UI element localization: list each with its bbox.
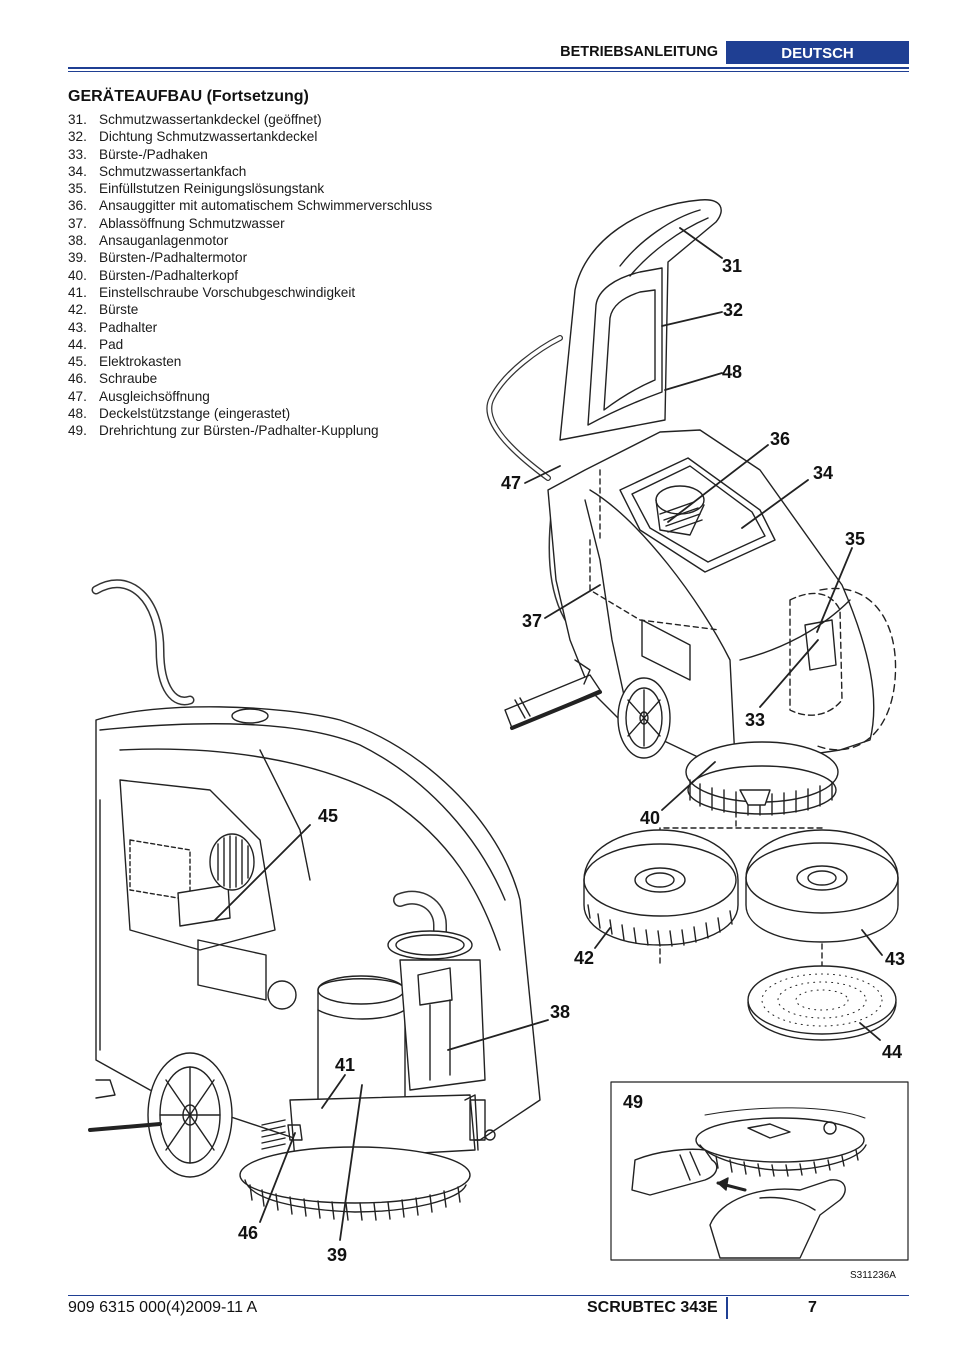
callout-labels: 31 32 48 36 34 47 35 37 33 40 45 42 43 3… [238,256,905,1265]
parts-list-item: 33. Bürste-/Padhaken [68,146,432,163]
callout-44: 44 [882,1042,902,1062]
parts-list-item: 40. Bürsten-/Padhalterkopf [68,267,432,284]
callout-35: 35 [845,529,865,549]
leader-lines [214,227,883,1241]
pad-drawing [747,965,897,1041]
footer-model-name: SCRUBTEC 343E [587,1299,718,1316]
part-number: 48. [68,406,87,422]
part-number: 46. [68,371,87,387]
parts-list-item: 31. Schmutzwassertankdeckel (geöffnet) [68,111,432,128]
parts-list-item: 44. Pad [68,336,432,353]
brush-disc-drawing [583,829,739,947]
part-name: Schmutzwassertankfach [99,163,247,179]
header-manual-label: BETRIEBSANLEITUNG [560,44,718,60]
part-number: 44. [68,336,87,352]
part-number: 39. [68,250,87,266]
part-name: Padhalter [99,319,158,335]
callout-34: 34 [813,463,833,483]
callout-43: 43 [885,949,905,969]
part-name: Ablassöffnung Schmutzwasser [99,215,285,231]
part-name: Ausgleichsöffnung [99,388,210,404]
part-number: 33. [68,146,87,162]
part-name: Dichtung Schmutzwassertankdeckel [99,129,318,145]
part-number: 35. [68,181,87,197]
parts-list-item: 45. Elektrokasten [68,353,432,370]
part-number: 38. [68,233,87,249]
part-number: 36. [68,198,87,214]
part-name: Einstellschraube Vorschubgeschwindigkeit [99,284,356,300]
parts-list-item: 39. Bürsten-/Padhaltermotor [68,249,432,266]
parts-list-item: 34. Schmutzwassertankfach [68,163,432,180]
parts-list-item: 36. Ansauggitter mit automatischem Schwim… [68,197,432,214]
parts-list-item: 48. Deckelstützstange (eingerastet) [68,405,432,422]
callout-38: 38 [550,1002,570,1022]
callout-46: 46 [238,1223,258,1243]
part-name: Bürste-/Padhaken [99,146,208,162]
parts-list: 31. Schmutzwassertankdeckel (geöffnet) 32… [68,111,432,440]
section-title: GERÄTEAUFBAU (Fortsetzung) [68,88,309,105]
parts-list-item: 49. Drehrichtung zur Bürsten-/Padhalter-K… [68,422,432,439]
part-name: Drehrichtung zur Bürsten-/Padhalter-Kupp… [99,423,379,439]
part-number: 31. [68,112,87,127]
parts-list-item: 47. Ausgleichsöffnung [68,388,432,405]
callout-45: 45 [318,806,338,826]
callout-37: 37 [522,611,542,631]
page-number: 7 [808,1299,817,1316]
part-name: Schraube [99,371,158,387]
part-name: Ansauggitter mit automatischem Schwimmer… [99,198,433,214]
part-name: Pad [99,336,124,352]
parts-list-item: 35. Einfüllstutzen Reinigungslösungstank [68,180,432,197]
part-number: 32. [68,129,87,145]
part-number: 41. [68,284,87,300]
parts-list-item: 37. Ablassöffnung Schmutzwasser [68,215,432,232]
part-number: 40. [68,267,87,283]
parts-list-item: 41. Einstellschraube Vorschubgeschwindigk… [68,284,432,301]
part-number: 43. [68,319,87,335]
footer-rule [68,1295,909,1296]
parts-list-item: 42. Bürste [68,301,432,318]
figure-code: S311236A [850,1270,896,1281]
callout-49: 49 [623,1092,643,1112]
header-rule [68,67,909,69]
callout-32: 32 [723,300,743,320]
part-number: 49. [68,423,87,439]
callout-47: 47 [501,473,521,493]
machine-side-view-drawing [88,579,541,1221]
part-number: 34. [68,163,87,179]
footer-doc-number: 909 6315 000(4)2009-11 A [68,1299,258,1316]
part-name: Bürste [99,302,139,318]
callout-36: 36 [770,429,790,449]
parts-list-item: 46. Schraube [68,370,432,387]
part-name: Ansauganlagenmotor [99,233,229,249]
callout-48: 48 [722,362,742,382]
callout-33: 33 [745,710,765,730]
part-name: Schmutzwassertankdeckel (geöffnet) [99,112,322,127]
callout-42: 42 [574,948,594,968]
part-number: 47. [68,388,87,404]
callout-31: 31 [722,256,742,276]
part-number: 37. [68,215,87,231]
footer-separator [726,1297,728,1319]
part-name: Einfüllstutzen Reinigungslösungstank [99,181,325,197]
callout-40: 40 [640,808,660,828]
header-language-badge: DEUTSCH [726,41,909,64]
parts-list-item: 38. Ansauganlagenmotor [68,232,432,249]
parts-list-item: 43. Padhalter [68,319,432,336]
part-name: Deckelstützstange (eingerastet) [99,406,291,422]
part-number: 45. [68,354,87,370]
header-rule-thin [68,71,909,72]
callout-41: 41 [335,1055,355,1075]
part-name: Bürsten-/Padhaltermotor [99,250,248,266]
part-name: Bürsten-/Padhalterkopf [99,267,239,283]
callout-39: 39 [327,1245,347,1265]
pad-holder-drawing [745,829,899,943]
machine-top-view-drawing [486,199,897,816]
part-number: 42. [68,302,87,318]
part-name: Elektrokasten [99,354,182,370]
inset-hands-drawing [631,1107,867,1259]
parts-list-item: 32. Dichtung Schmutzwassertankdeckel [68,128,432,145]
